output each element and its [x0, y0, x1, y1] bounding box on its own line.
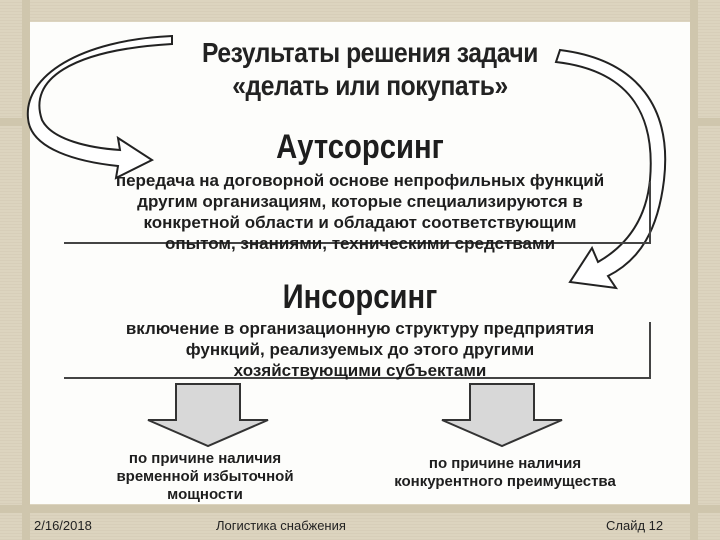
reason-left-line-2: временной избыточной	[116, 468, 294, 485]
background-stripe-left	[22, 0, 30, 540]
outsourcing-line-1: передача на договорной основе непрофильн…	[115, 171, 605, 190]
outsourcing-line-3: конкретной области и обладают соответств…	[143, 213, 577, 232]
right-down-arrow	[441, 383, 563, 448]
outsourcing-definition: передача на договорной основе непрофильн…	[60, 170, 660, 254]
background-stripe-right	[690, 0, 698, 540]
background-stripe-bottom	[0, 505, 720, 513]
insourcing-line-3: хозяйствующими субъектами	[233, 361, 487, 380]
reason-left-line-3: мощности	[167, 486, 243, 503]
footer-slide-number: Слайд 12	[606, 518, 664, 533]
insourcing-definition: включение в организационную структуру пр…	[70, 318, 650, 381]
right-curved-arrow	[554, 48, 667, 290]
outsourcing-line-2: другим организациям, которые специализир…	[137, 192, 583, 211]
outsourcing-bracket	[64, 182, 651, 244]
outsourcing-heading: Аутсорсинг	[276, 128, 444, 166]
left-curved-arrow	[26, 34, 173, 180]
left-down-arrow	[147, 383, 269, 448]
reason-left-line-1: по причине наличия	[128, 450, 282, 467]
reason-right-line-2: конкурентного преимущества	[394, 473, 616, 490]
insourcing-heading: Инсорсинг	[282, 278, 438, 316]
insourcing-line-2: функций, реализуемых до этого другими	[185, 340, 535, 359]
footer-course: Логистика снабжения	[216, 518, 346, 533]
reason-right-line-1: по причине наличия	[428, 455, 582, 472]
title-line-1: Результаты решения задачи	[202, 37, 538, 68]
insourcing-line-1: включение в организационную структуру пр…	[125, 319, 595, 338]
title-line-2: «делать или покупать»	[232, 70, 508, 101]
reason-left: по причине наличия временной избыточной …	[80, 450, 330, 504]
scanned-image-panel	[30, 22, 690, 504]
insourcing-bracket	[64, 322, 651, 379]
outsourcing-line-4: опытом, знаниями, техническими средствам…	[164, 234, 556, 253]
footer-date: 2/16/2018	[34, 518, 92, 533]
reason-right: по причине наличия конкурентного преимущ…	[360, 455, 650, 491]
slide-title: Результаты решения задачи «делать или по…	[176, 36, 563, 102]
